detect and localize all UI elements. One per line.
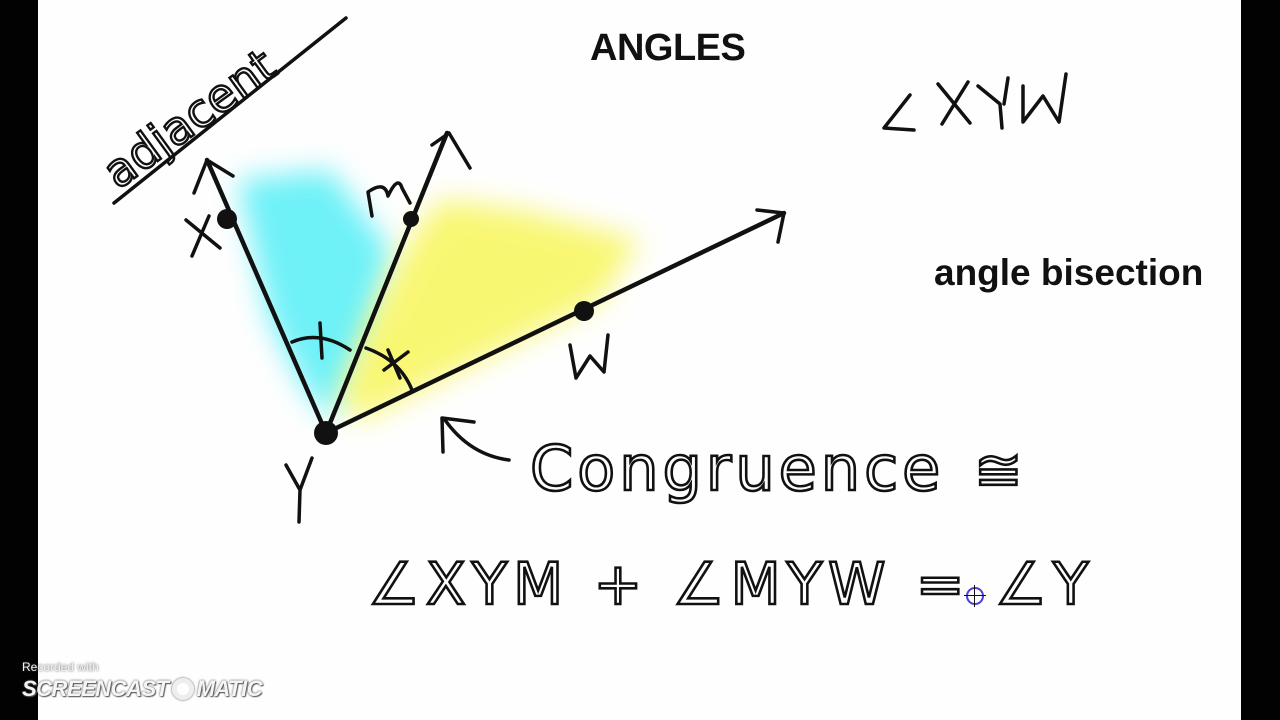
adjacent-underline	[112, 16, 348, 205]
point-y	[314, 421, 338, 445]
left-letterbox	[0, 0, 38, 720]
watermark-logo: SCREENCAST MATIC	[22, 676, 263, 702]
congruence-handwriting: Congruence ≅	[529, 431, 1024, 507]
pointer-arrow	[440, 416, 511, 462]
point-x	[217, 209, 237, 229]
point-m	[403, 211, 419, 227]
equation-handwriting: ∠XYM + ∠MYW = ∠Y	[367, 549, 1094, 620]
congruence-text: Congruence	[530, 432, 944, 505]
watermark-screencast: SCREENCAST	[22, 676, 169, 701]
yellow-highlight	[340, 200, 640, 420]
ray-ym	[323, 130, 472, 436]
equation-text: ∠XYM + ∠MYW = ∠Y	[368, 550, 1094, 618]
point-w	[574, 301, 594, 321]
congruence-symbol: ≅	[974, 436, 1023, 504]
label-m	[366, 181, 412, 218]
right-letterbox	[1241, 0, 1280, 720]
label-w	[568, 333, 610, 380]
angle-bisection-label: angle bisection	[934, 252, 1204, 293]
label-y	[284, 456, 314, 524]
record-circle-icon	[171, 678, 194, 700]
watermark-matic: MATIC	[196, 676, 263, 701]
cyan-highlight	[238, 170, 390, 420]
angle-xyw-handwriting	[882, 72, 1068, 132]
ray-yx	[192, 157, 329, 436]
pen-cursor-icon	[964, 585, 986, 607]
page-title: ANGLES	[590, 27, 746, 69]
congruence-marks	[290, 321, 414, 392]
whiteboard-canvas: ANGLES angle bisection	[38, 0, 1241, 720]
watermark-recorded-with: Recorded with	[22, 660, 99, 674]
label-x	[184, 214, 222, 258]
adjacent-handwriting: adjacent	[92, 37, 287, 200]
adjacent-text: adjacent	[93, 38, 286, 199]
screencast-watermark: Recorded with SCREENCAST MATIC	[22, 660, 263, 702]
ray-yw	[323, 208, 787, 436]
